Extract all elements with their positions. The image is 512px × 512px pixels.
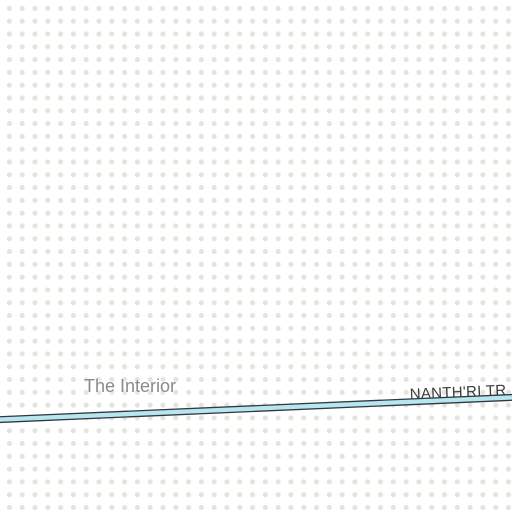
road-label: NANTH'RI TR — [409, 382, 506, 403]
road-fill[interactable] — [0, 395, 512, 422]
place-label-the-interior: The Interior — [84, 376, 177, 396]
